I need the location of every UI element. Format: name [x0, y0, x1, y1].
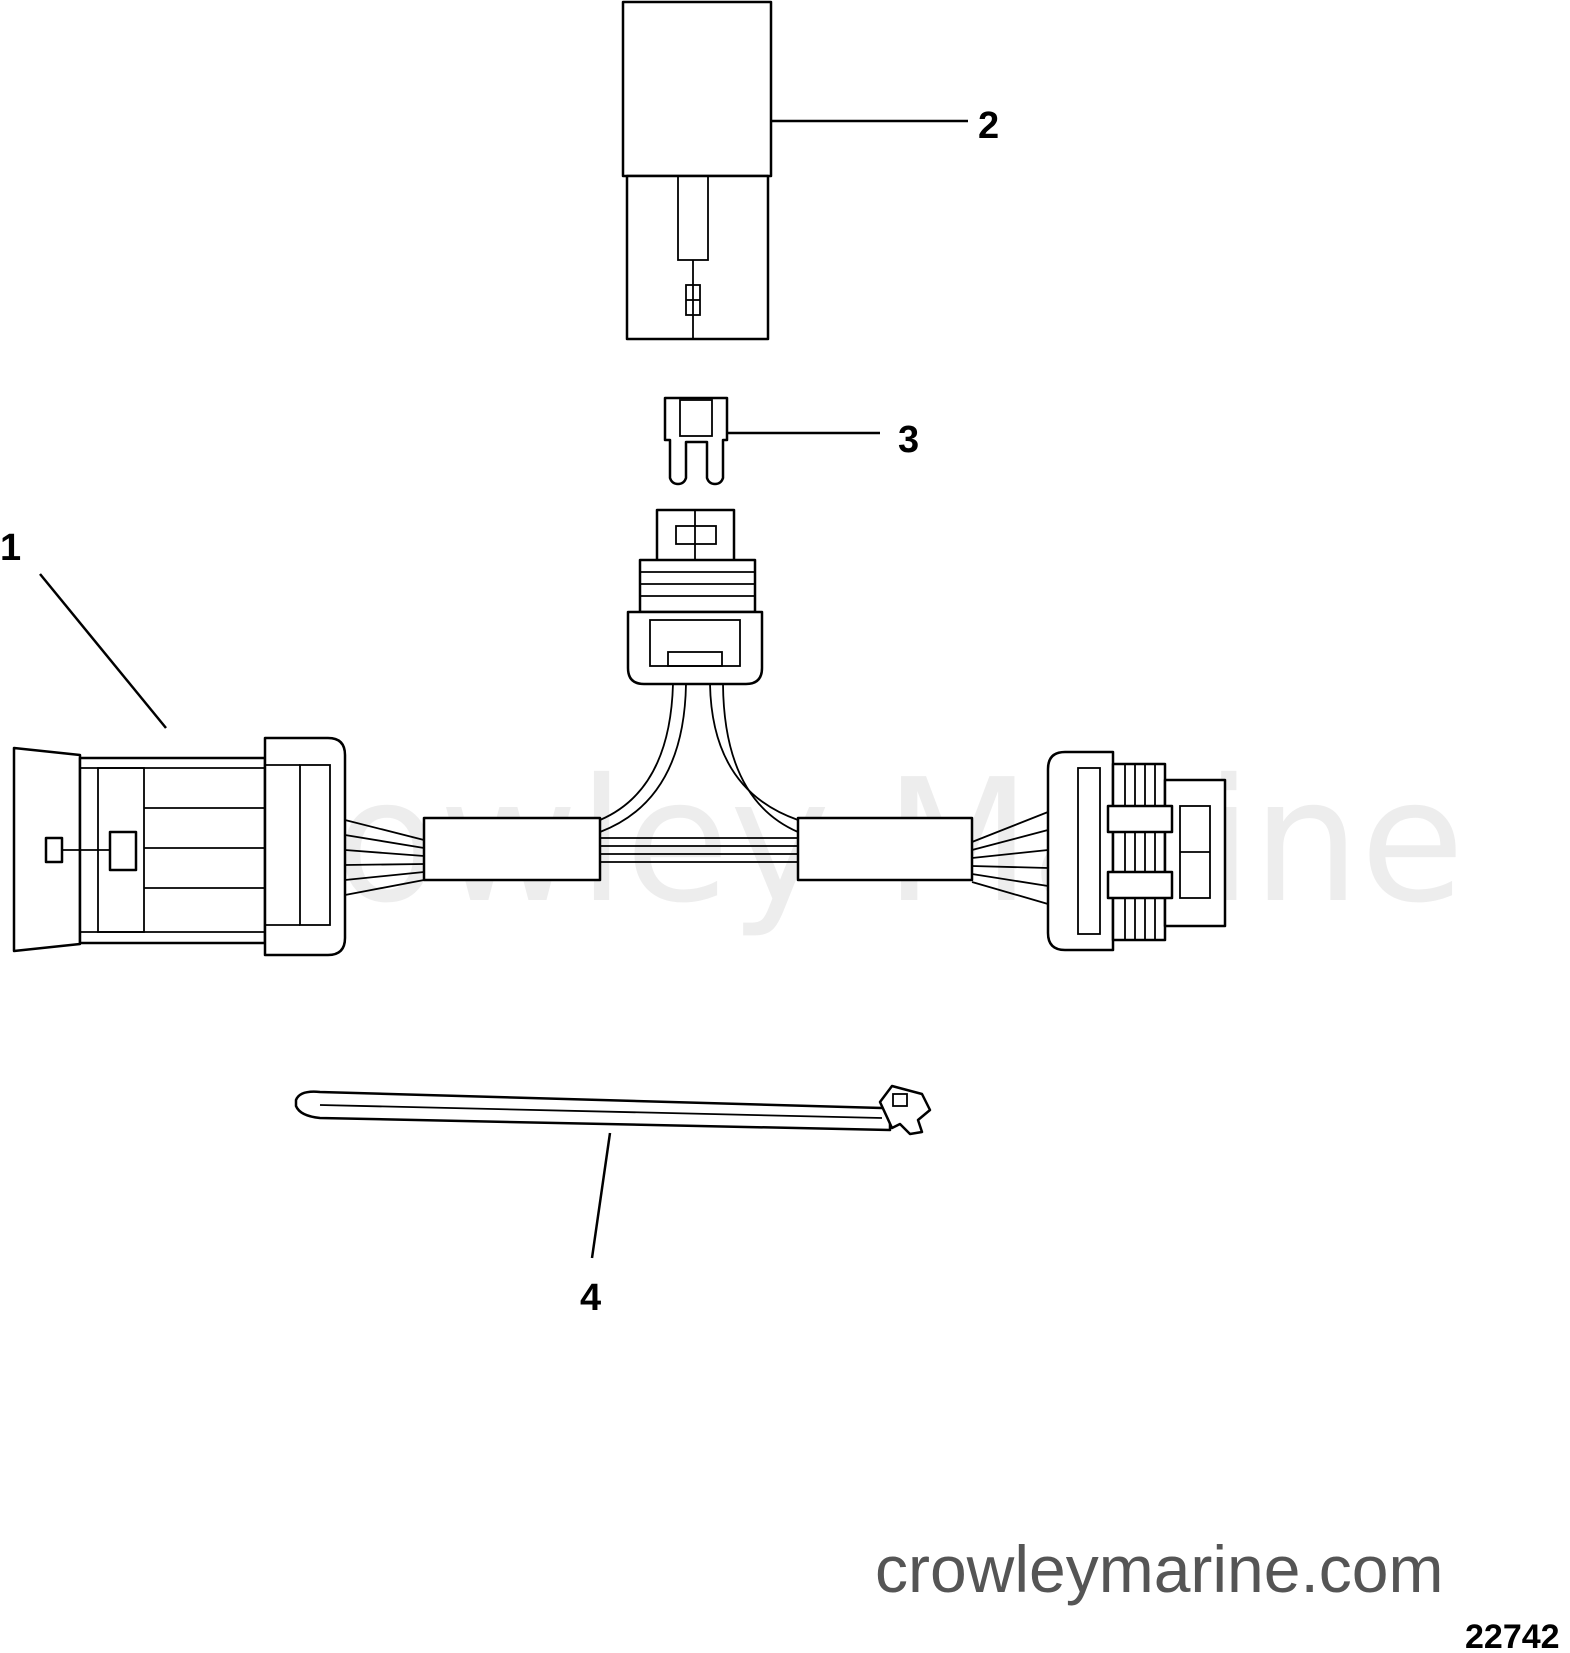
wire-sleeve-left	[422, 816, 602, 882]
callout-3: 3	[898, 419, 919, 461]
leader-line-4	[590, 1132, 612, 1259]
callout-1: 1	[0, 527, 21, 569]
fuse-holder-part	[626, 508, 764, 686]
harness-wires	[344, 811, 1049, 905]
left-connector-part	[12, 736, 347, 957]
cable-tie-part	[294, 1084, 932, 1136]
relay-part	[621, 0, 773, 341]
fuse-part	[663, 396, 729, 486]
branch-wires	[599, 683, 799, 833]
figure-number: 22742	[1465, 1618, 1560, 1653]
wire-sleeve-right	[796, 816, 974, 882]
leader-line-1	[39, 573, 167, 729]
website-text: crowleymarine.com	[875, 1532, 1443, 1606]
right-connector-part	[1046, 750, 1227, 952]
callout-2: 2	[978, 105, 999, 147]
callout-4: 4	[580, 1277, 601, 1319]
